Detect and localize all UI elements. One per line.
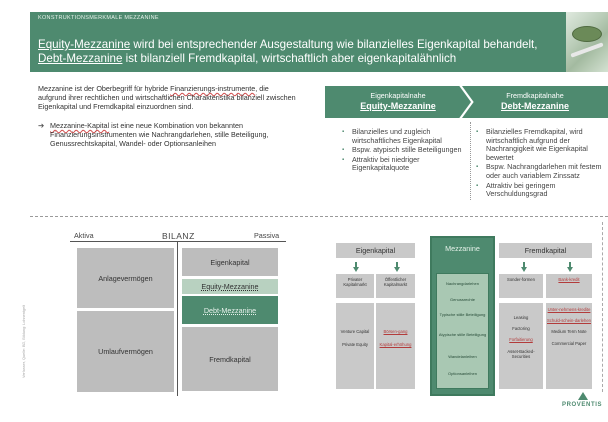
mezz-item: Genussrechte <box>450 297 475 302</box>
ek-oeffentlich-items: Börsen-gang Kapital-erhöhung <box>376 303 415 389</box>
spoon-shape <box>570 42 604 58</box>
arrow-down-icon <box>394 262 400 272</box>
ek-sub-privat: Privater Kapitalmarkt <box>336 274 374 298</box>
ek-privat-item: Venture Capital <box>340 329 370 334</box>
fk-bankkredit-item: Commercial Paper <box>551 340 587 346</box>
fk-sonderformen-item: Forfaitierung <box>509 337 533 343</box>
ek-sub-oeffentlich-title: Öffentlicher Kapitalmarkt <box>383 277 408 288</box>
header-banner: KONSTRUKTIONSMERKMALE MEZZANINE Equity-M… <box>30 12 608 72</box>
bullet-term-link: Mezzanine-Kapital <box>50 121 110 130</box>
bilanz-anlagevermoegen: Anlagevermögen <box>77 248 174 308</box>
bullet-text: ist eine neue Kombination von bekannten … <box>50 121 269 148</box>
bilanz-umlaufvermoegen: Umlaufvermögen <box>77 311 174 392</box>
diagram-eigenkapital: Eigenkapital <box>336 243 415 258</box>
bowl-shape <box>572 26 602 42</box>
fk-sonderformen-item: Leasing <box>513 315 529 320</box>
fk-sub-sonderformen-title: Sonder-formen <box>507 277 535 282</box>
intro-paragraph: Mezzanine ist der Oberbegriff für hybrid… <box>38 84 296 111</box>
arrow-down-icon <box>459 258 465 268</box>
chevron-equity-mezzanine: Eigenkapitalnahe Equity-Mezzanine <box>325 86 471 118</box>
list-item: Bspw. atypisch stille Beteiligungen <box>342 146 470 155</box>
headline-text-1: wird bei entsprechender Ausgestaltung wi… <box>130 38 538 51</box>
intro-term-link: Finanzierungs-instrumente <box>170 84 256 93</box>
arrow-down-icon <box>567 262 573 272</box>
fk-bankkredit-item: Unter-nehmens-kredite <box>547 307 591 312</box>
mezz-item: Nachrangdarlehen <box>446 281 479 286</box>
ek-privat-items: Venture Capital Private Equity <box>336 303 374 389</box>
ek-sub-privat-title: Privater Kapitalmarkt <box>343 277 367 288</box>
list-item: Attraktiv bei niedriger Eigenkapitalquot… <box>342 155 470 173</box>
list-item: Bilanzielles Fremdkapital, wird wirtscha… <box>476 127 608 162</box>
arrow-down-icon <box>521 262 527 272</box>
header-photo <box>566 12 608 72</box>
fk-bankkredit-items: Unter-nehmens-kredite Schuld-schein-darl… <box>546 303 592 389</box>
fk-sonderformen-item: Asset-Backed-Securities <box>507 348 535 359</box>
diagram-mezzanine-panel: Mezzanine Nachrangdarlehen Genussrechte … <box>430 236 495 396</box>
headline-equity-mezzanine: Equity-Mezzanine <box>38 38 131 51</box>
section-subtitle: KONSTRUKTIONSMERKMALE MEZZANINE <box>38 15 159 21</box>
bilanz-equity-mezzanine: Equity-Mezzanine <box>182 279 278 294</box>
chevron-debt-title: Debt-Mezzanine <box>500 101 569 111</box>
column-divider <box>470 122 471 200</box>
brand-logo: PROVENTIS <box>562 402 603 408</box>
fk-sonderformen-items: Leasing Factoring Forfaitierung Asset-Ba… <box>499 303 543 389</box>
list-item: Bspw. Nachrangdarlehen mit festem oder a… <box>476 163 608 180</box>
fk-sub-bankkredit: Bank-kredit <box>546 274 592 298</box>
bilanz-aktiva-label: Aktiva <box>74 231 94 240</box>
list-item: Attraktiv bei geringem Verschuldungsgrad <box>476 181 608 199</box>
bilanz-eigenkapital: Eigenkapital <box>182 248 278 276</box>
fk-bankkredit-item: Schuld-schein-darlehen <box>547 318 591 324</box>
debt-mezzanine-list: Bilanzielles Fremdkapital, wird wirtscha… <box>476 127 608 200</box>
right-border-dashed <box>602 222 603 392</box>
bilanz-passiva-label: Passiva <box>254 231 280 240</box>
chevron-debt-mezzanine: Fremdkapitalnahe Debt-Mezzanine <box>462 86 608 118</box>
equity-mezzanine-list: Bilanzielles und zugleich wirtschaftlich… <box>342 127 470 174</box>
bilanz-center-line <box>177 241 178 396</box>
ek-sub-oeffentlich: Öffentlicher Kapitalmarkt <box>376 274 415 298</box>
chevron-debt-top: Fremdkapitalnahe <box>506 91 564 100</box>
fk-sonderformen-item: Factoring <box>512 326 530 332</box>
intro-text-a: Mezzanine ist der Oberbegriff für hybrid… <box>38 84 171 93</box>
list-item: Bilanzielles und zugleich wirtschaftlich… <box>342 127 470 145</box>
headline-debt-mezzanine: Debt-Mezzanine <box>38 52 123 65</box>
fk-sub-sonderformen: Sonder-formen <box>499 274 543 298</box>
mezz-item: Wandelanleihen <box>448 354 477 359</box>
mezz-item: Typische stille Beteiligung <box>439 312 486 317</box>
fk-sub-bankkredit-title: Bank-kredit <box>558 277 580 282</box>
bilanz-debt-mezzanine: Debt-Mezzanine <box>182 296 278 324</box>
ek-oeffentlich-item: Kapital-erhöhung <box>379 342 412 348</box>
mezz-item: Optionsanleihen <box>448 371 477 376</box>
mezzanine-instruments-box: Nachrangdarlehen Genussrechte Typische s… <box>436 273 489 389</box>
vertical-source-note: Verfasser, Quelle: BD, Bildung: Lohnentg… <box>22 304 26 378</box>
intro-text: Mezzanine ist der Oberbegriff für hybrid… <box>38 84 296 148</box>
bilanz-fremdkapital: Fremdkapital <box>182 327 278 391</box>
diagram-fremdkapital: Fremdkapital <box>499 243 592 258</box>
logo-icon <box>578 392 588 400</box>
ek-privat-item: Private Equity <box>342 342 368 348</box>
bilanz-title: BILANZ <box>162 231 195 241</box>
intro-text-b: , die aufgrund ihrer rechtlichen und wir… <box>38 84 296 111</box>
mezz-item: Atypische stille Beteiligung <box>438 332 487 337</box>
bilanz-top-line <box>70 241 286 242</box>
ek-oeffentlich-item: Börsen-gang <box>383 329 408 334</box>
diagram-mezzanine-title: Mezzanine <box>445 244 480 253</box>
chevron-equity-title: Equity-Mezzanine <box>360 101 436 111</box>
intro-bullet: ➔ Mezzanine-Kapital ist eine neue Kombin… <box>38 121 296 148</box>
arrow-bullet-icon: ➔ <box>38 121 45 130</box>
arrow-down-icon <box>353 262 359 272</box>
slide-headline: Equity-Mezzanine wird bei entsprechender… <box>38 38 558 66</box>
headline-text-2: ist bilanziell Fremdkapital, wirtschaftl… <box>122 52 457 65</box>
section-divider <box>30 216 608 217</box>
chevron-equity-top: Eigenkapitalnahe <box>370 91 426 100</box>
fk-bankkredit-item: Medium Term Note <box>551 329 587 335</box>
